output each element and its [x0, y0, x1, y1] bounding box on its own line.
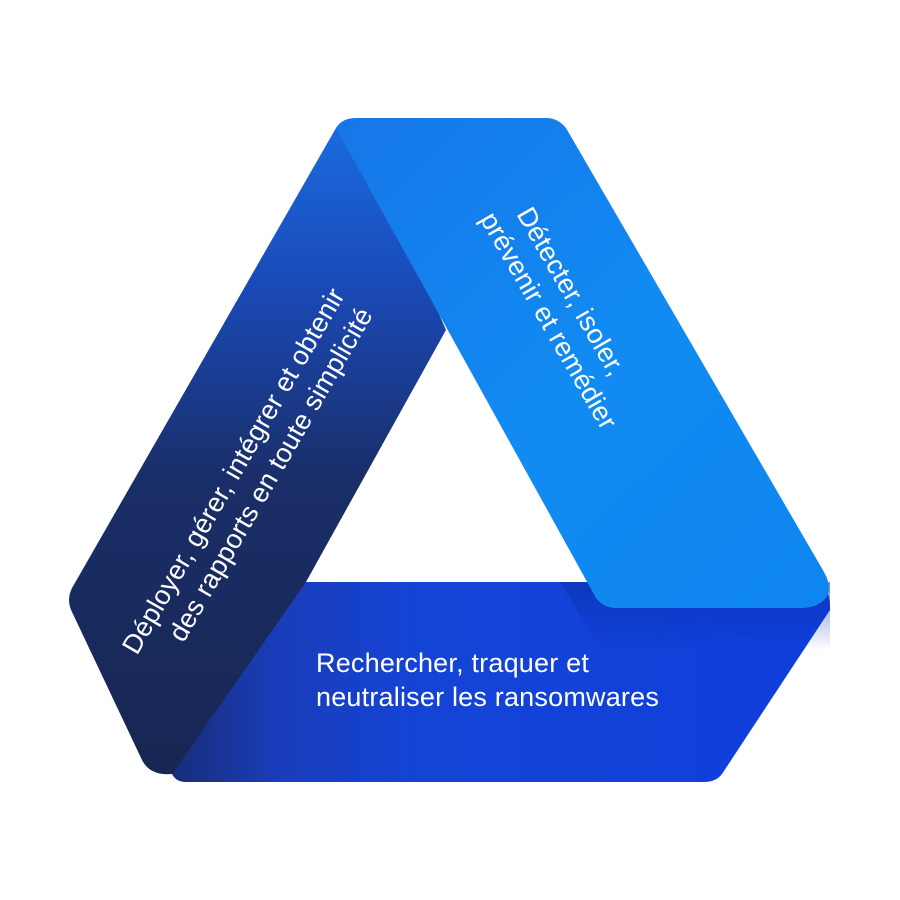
- bottom-segment-line2: neutraliser les ransomwares: [316, 682, 659, 712]
- bottom-segment-line1: Rechercher, traquer et: [316, 648, 589, 678]
